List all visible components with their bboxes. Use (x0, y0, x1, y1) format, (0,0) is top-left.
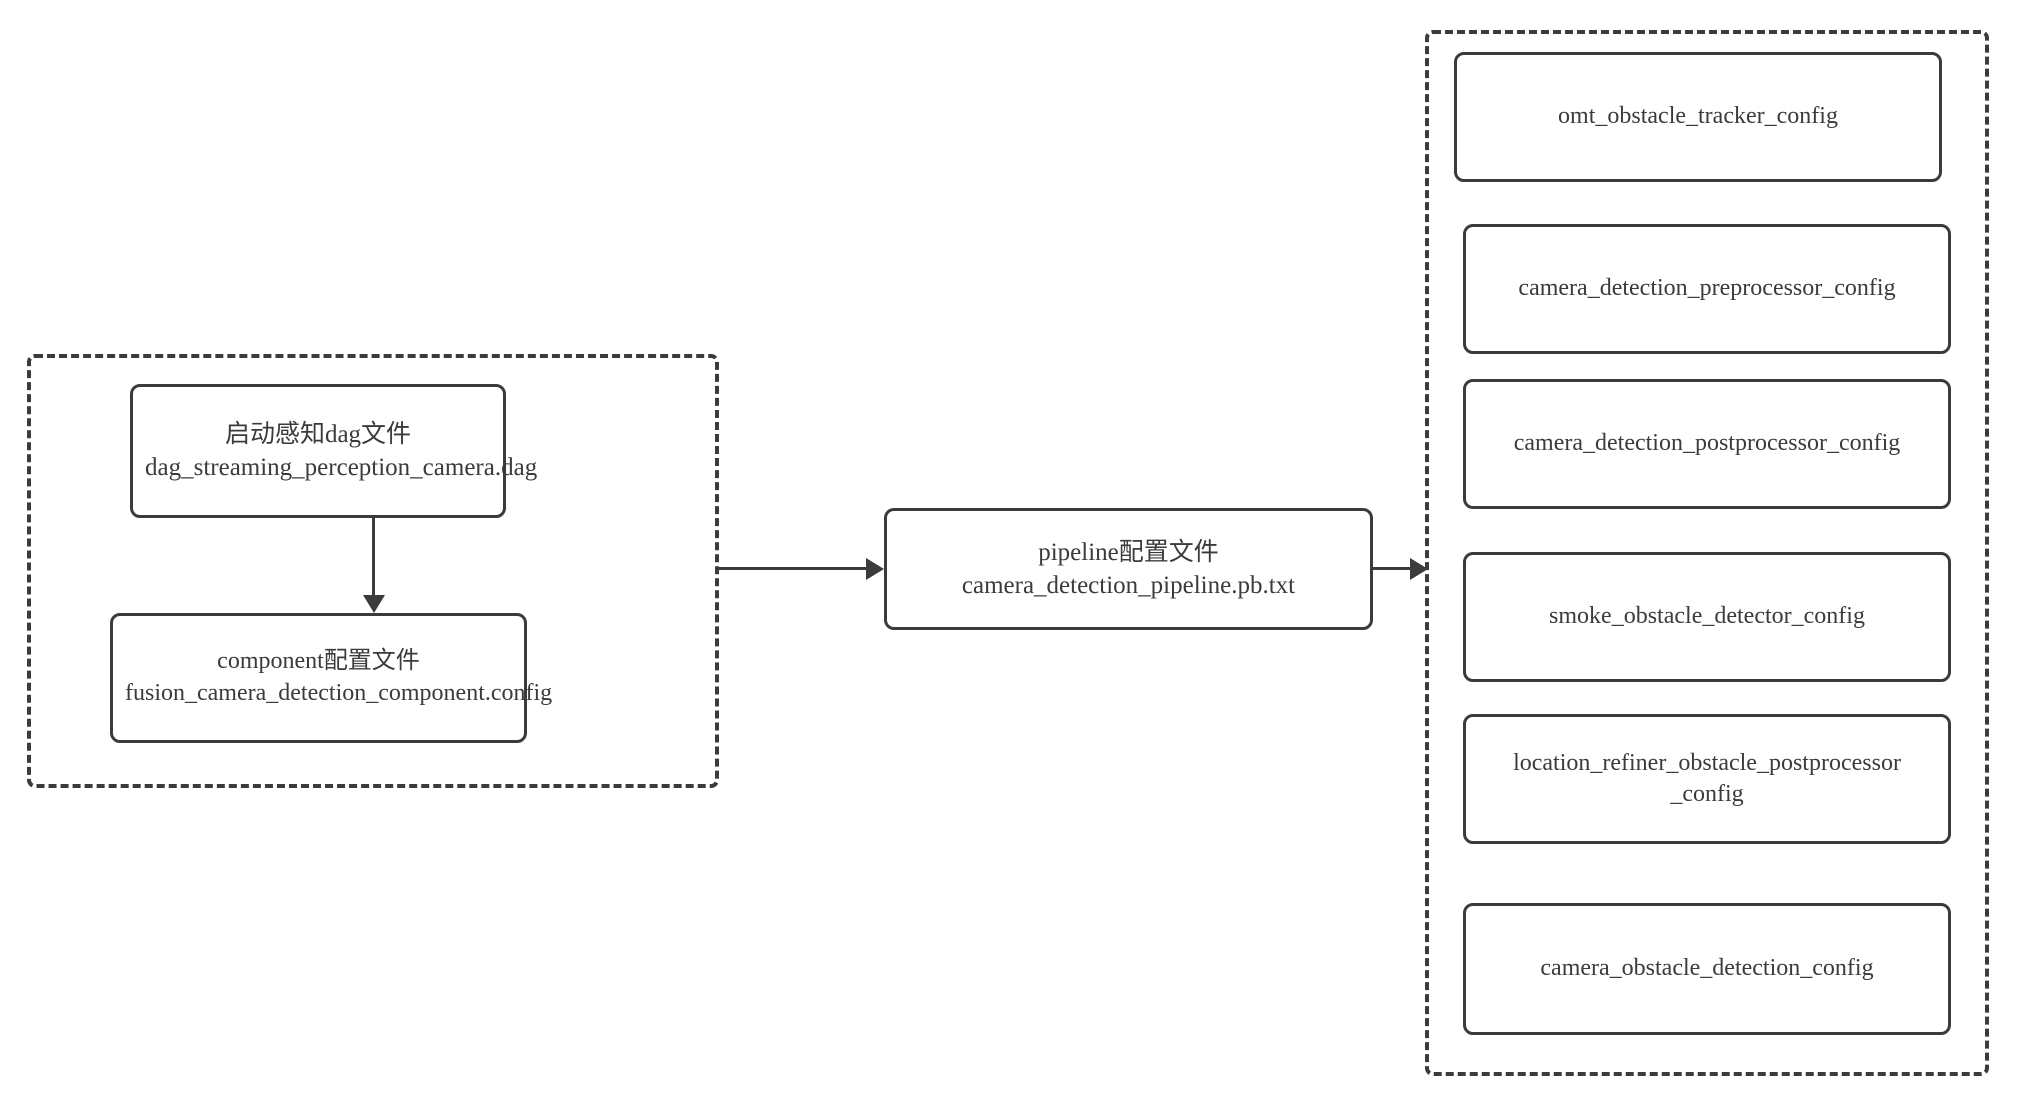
node-component-title: component配置文件 (217, 648, 420, 675)
node-omt-label: omt_obstacle_tracker_config (1558, 103, 1838, 130)
node-preproc-text: camera_detection_preprocessor_config (1478, 273, 1936, 305)
node-postproc-text: camera_detection_postprocessor_config (1478, 428, 1936, 460)
node-camobs-text: camera_obstacle_detection_config (1478, 953, 1936, 985)
node-omt-obstacle-tracker-config[interactable]: omt_obstacle_tracker_config (1454, 52, 1942, 182)
node-smoke-text: smoke_obstacle_detector_config (1478, 601, 1936, 633)
node-omt-text: omt_obstacle_tracker_config (1469, 101, 1927, 133)
node-pipeline-filename: camera_detection_pipeline.pb.txt (961, 572, 1296, 599)
connector-dag-to-component-line (372, 518, 375, 598)
node-pipeline-text: pipeline配置文件 camera_detection_pipeline.p… (899, 536, 1358, 602)
node-smoke-label: smoke_obstacle_detector_config (1549, 603, 1865, 630)
node-camera-detection-preprocessor-config[interactable]: camera_detection_preprocessor_config (1463, 224, 1951, 354)
node-component-text: component配置文件 fusion_camera_detection_co… (125, 646, 553, 709)
node-camera-detection-postprocessor-config[interactable]: camera_detection_postprocessor_config (1463, 379, 1951, 509)
node-component-filename: fusion_camera_detection_component.config (125, 680, 553, 706)
node-dag-file[interactable]: 启动感知dag文件 dag_streaming_perception_camer… (130, 384, 538, 518)
group-right-model-configs (1425, 30, 1989, 1076)
node-preproc-label: camera_detection_preprocessor_config (1518, 275, 1896, 302)
node-location-refiner-obstacle-postprocessor-config[interactable]: location_refiner_obstacle_postprocessor … (1463, 714, 1951, 844)
arrow-down-icon (363, 595, 385, 613)
node-camera-obstacle-detection-config[interactable]: camera_obstacle_detection_config (1463, 903, 1951, 1035)
node-camobs-label: camera_obstacle_detection_config (1540, 955, 1874, 982)
arrow-right-icon (1410, 558, 1428, 580)
node-component-config[interactable]: component配置文件 fusion_camera_detection_co… (110, 613, 553, 743)
connector-pipeline-to-rightgroup-line (1373, 567, 1413, 570)
node-locref-text: location_refiner_obstacle_postprocessor … (1478, 748, 1936, 810)
node-dag-filename: dag_streaming_perception_camera.dag (145, 454, 538, 481)
node-locref-label-line1: location_refiner_obstacle_postprocessor (1513, 749, 1901, 776)
node-pipeline-title: pipeline配置文件 (1038, 539, 1219, 566)
node-pipeline-config[interactable]: pipeline配置文件 camera_detection_pipeline.p… (884, 508, 1373, 630)
connector-leftgroup-to-pipeline-line (717, 567, 870, 570)
node-locref-label-line2: _config (1670, 781, 1744, 807)
node-dag-text: 启动感知dag文件 dag_streaming_perception_camer… (145, 418, 538, 484)
node-postproc-label: camera_detection_postprocessor_config (1513, 430, 1901, 457)
node-dag-title: 启动感知dag文件 (224, 421, 412, 448)
node-smoke-obstacle-detector-config[interactable]: smoke_obstacle_detector_config (1463, 552, 1951, 682)
group-left-launch-configs (27, 354, 719, 788)
arrow-right-icon (866, 558, 884, 580)
